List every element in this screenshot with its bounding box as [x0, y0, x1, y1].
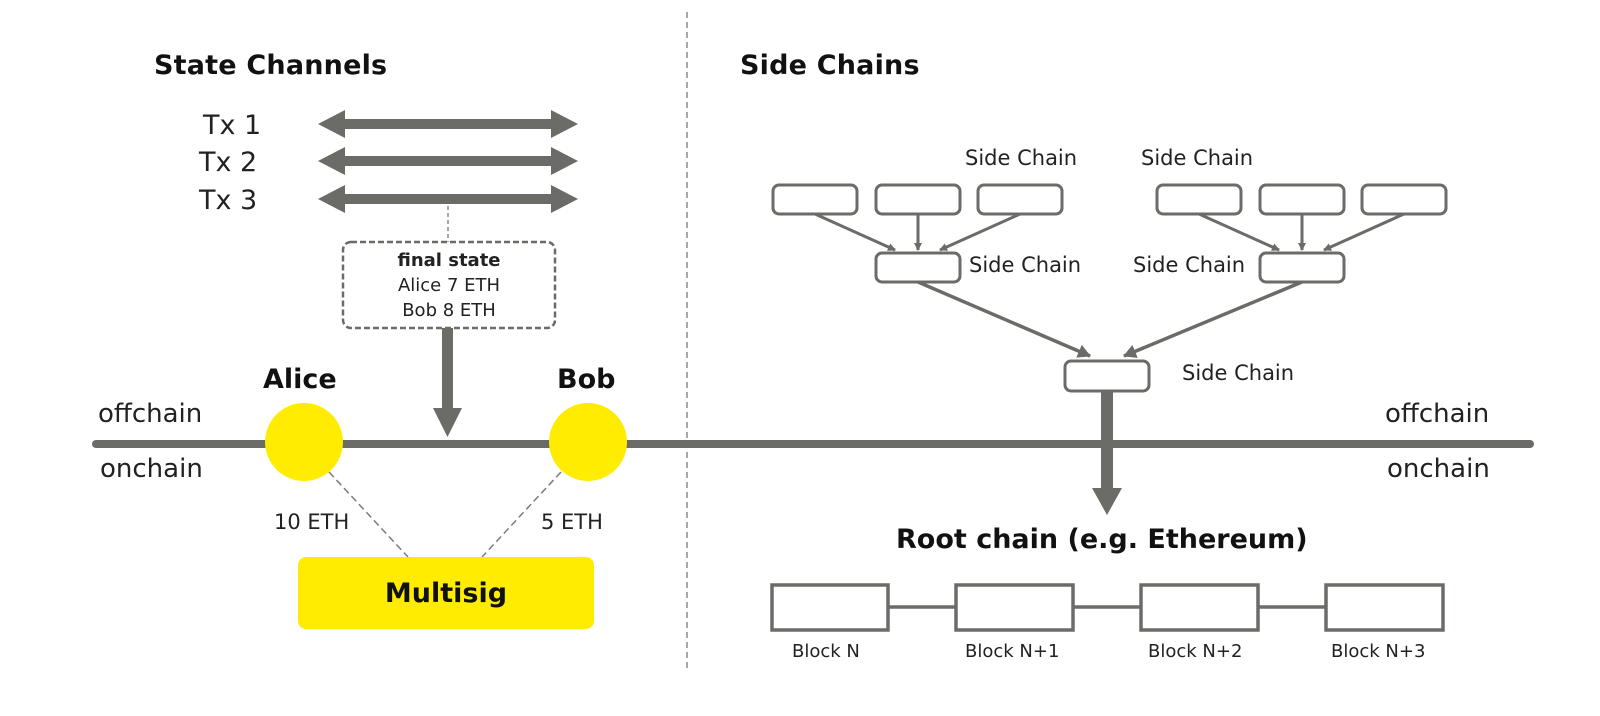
tx-arrow-3	[318, 185, 578, 213]
alice-label: Alice	[263, 364, 337, 395]
settle-arrow	[433, 328, 462, 437]
root-commit-arrow	[1092, 391, 1122, 515]
side-chain-node	[1063, 359, 1151, 393]
side-chain-label: Side Chain	[969, 253, 1082, 277]
onchain-label-right: onchain	[1387, 454, 1490, 484]
onchain-label-left: onchain	[100, 454, 203, 484]
final-state-heading: final state	[397, 250, 501, 271]
side-chain-label: Side Chain	[1133, 253, 1246, 277]
bob-deposit-line	[481, 471, 562, 558]
side-chain-node	[771, 183, 859, 216]
side-chain-node	[1155, 183, 1243, 216]
block-label: Block N+2	[1148, 641, 1243, 662]
alice-deposit-line	[328, 471, 409, 558]
block-label: Block N+3	[1331, 641, 1426, 662]
block-box	[1139, 583, 1260, 632]
side-chain-arrows	[814, 212, 1405, 358]
block-box	[1324, 583, 1445, 632]
multisig-label: Multisig	[384, 577, 508, 609]
side-chain-node	[874, 251, 962, 284]
side-chain-node	[1258, 183, 1346, 216]
block-box	[770, 583, 890, 632]
side-chain-label: Side Chain	[965, 146, 1078, 170]
root-chain-title: Root chain (e.g. Ethereum)	[896, 524, 1308, 555]
tx-label: Tx 2	[199, 147, 258, 178]
multisig-box: Multisig	[298, 557, 594, 629]
alice-deposit-label: 10 ETH	[274, 510, 350, 534]
state-channels-title: State Channels	[154, 50, 388, 81]
side-chain-label: Side Chain	[1182, 361, 1295, 385]
tx-label: Tx 3	[199, 185, 258, 216]
final-state-line: Bob 8 ETH	[402, 300, 496, 321]
tx-label: Tx 1	[203, 110, 262, 141]
block-label: Block N+1	[965, 641, 1060, 662]
bob-label: Bob	[557, 364, 616, 395]
side-chain-node	[1258, 251, 1346, 284]
offchain-label-right: offchain	[1385, 399, 1490, 429]
block-box	[954, 583, 1075, 632]
alice-node	[265, 403, 343, 481]
side-chain-node	[1360, 183, 1448, 216]
side-chain-label: Side Chain	[1141, 146, 1254, 170]
bob-deposit-label: 5 ETH	[541, 510, 603, 534]
tx-arrow-2	[318, 147, 578, 175]
block-label: Block N	[792, 641, 860, 662]
offchain-label-left: offchain	[98, 399, 203, 429]
final-state-line: Alice 7 ETH	[397, 275, 501, 296]
tx-arrow-1	[318, 110, 578, 138]
side-chain-node	[976, 183, 1064, 216]
side-chain-node	[874, 183, 962, 216]
bob-node	[549, 403, 627, 481]
final-state-content: final state Alice 7 ETH Bob 8 ETH	[343, 248, 555, 323]
side-chains-title: Side Chains	[740, 50, 920, 81]
